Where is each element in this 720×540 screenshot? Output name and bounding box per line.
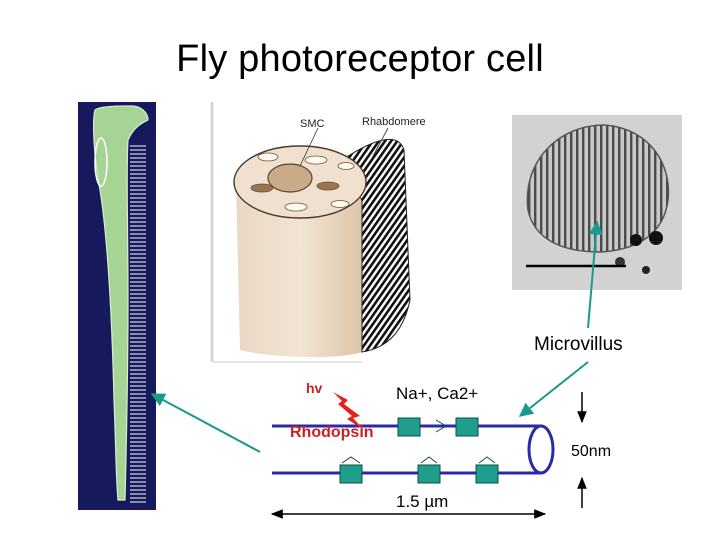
cell-pointer-arrow: [150, 393, 261, 453]
smc-label: SMC: [300, 118, 325, 130]
rhodopsin-label: Rhodopsin: [290, 424, 374, 441]
slide-title: Fly photoreceptor cell: [176, 38, 544, 80]
channel-bottom-1: [339, 464, 363, 484]
channel-bottom-3: [475, 464, 499, 484]
channel-bottom-2: [417, 464, 441, 484]
microvillus-link-arrow: [518, 361, 589, 417]
microvillus-tip: [527, 424, 555, 475]
rhabdomere-label: Rhabdomere: [362, 116, 426, 128]
diameter-label: 50nm: [571, 443, 612, 460]
microvillus-schematic: [270, 392, 587, 519]
microvillus-pointer-arrow: [587, 220, 603, 329]
cell-illustration: [210, 102, 411, 363]
microvillus-label: Microvillus: [534, 334, 623, 355]
hv-label: hv: [306, 380, 323, 396]
micrograph: [512, 115, 682, 329]
length-label: 1.5 µm: [396, 492, 449, 511]
channel-top-1: [397, 417, 421, 437]
nucleus-outline: [94, 137, 108, 187]
photon-bolt: [333, 392, 364, 430]
rhabdomere-comb: [130, 145, 146, 503]
channel-top-2: [455, 417, 479, 437]
cell-body-shape: [93, 105, 149, 501]
ions-label: Na+, Ca2+: [396, 384, 479, 403]
nucleus: [267, 163, 313, 193]
microvilli-stack: [526, 124, 670, 253]
cylinder-body: [236, 180, 366, 358]
cell-panel: [78, 102, 156, 510]
rhabdomere-hatched: [334, 138, 411, 353]
